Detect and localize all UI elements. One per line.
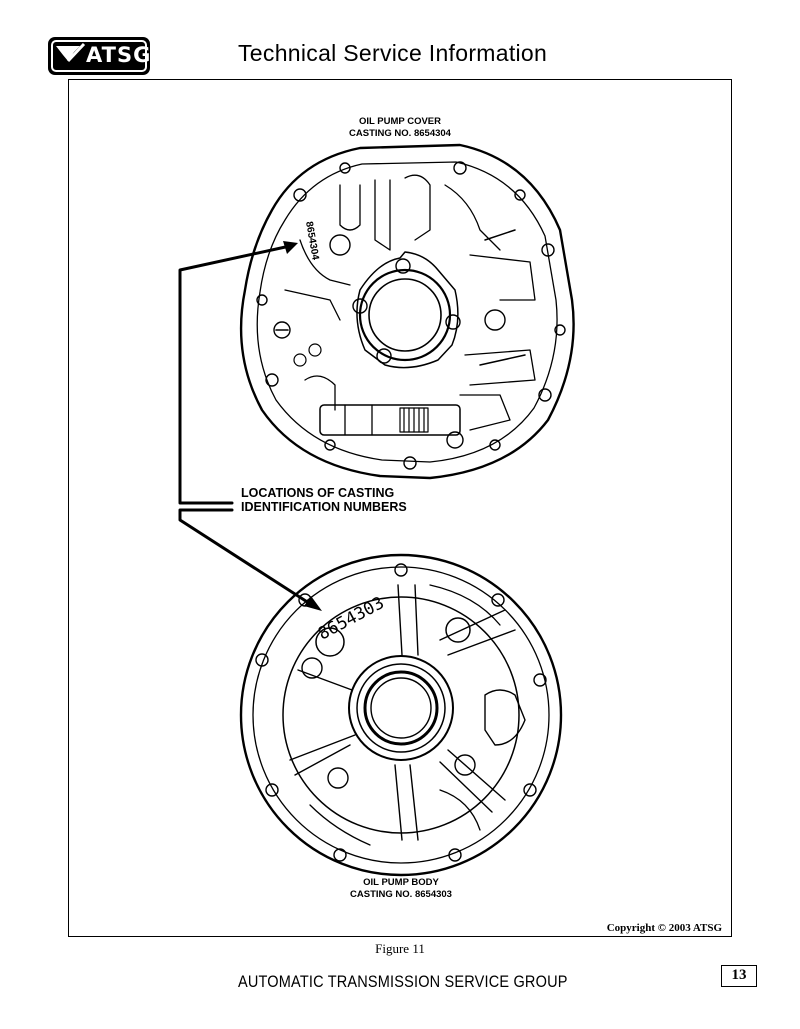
arrowhead-cover	[283, 241, 298, 254]
oil-pump-cover-drawing	[239, 143, 575, 480]
page-title: Technical Service Information	[238, 40, 548, 66]
arrowhead-body	[304, 596, 322, 611]
figure-frame	[68, 79, 732, 937]
cover-caption: OIL PUMP COVER CASTING NO. 8654304	[300, 116, 500, 140]
callout-label: LOCATIONS OF CASTING IDENTIFICATION NUMB…	[241, 486, 407, 514]
page-number: 13	[721, 965, 757, 987]
logo-text: ATSG	[86, 43, 152, 67]
cover-caption-line2: CASTING NO. 8654304	[349, 128, 451, 139]
body-caption-line1: OIL PUMP BODY	[363, 877, 439, 888]
callout-line2: IDENTIFICATION NUMBERS	[241, 500, 407, 514]
footer-organization: AUTOMATIC TRANSMISSION SERVICE GROUP	[238, 973, 568, 991]
oil-pump-body-drawing	[239, 553, 563, 877]
atsg-logo: ATSG	[48, 37, 150, 75]
body-stamp-number: 8654303	[315, 593, 388, 644]
checkmark-icon	[56, 42, 86, 63]
callout-line1: LOCATIONS OF CASTING	[241, 486, 395, 500]
figure-label: Figure 11	[375, 941, 425, 956]
logo-border	[51, 40, 147, 72]
body-caption-line2: CASTING NO. 8654303	[350, 889, 452, 900]
copyright-notice: Copyright © 2003 ATSG	[606, 922, 722, 934]
body-caption: OIL PUMP BODY CASTING NO. 8654303	[301, 877, 501, 901]
cover-caption-line1: OIL PUMP COVER	[359, 116, 441, 127]
